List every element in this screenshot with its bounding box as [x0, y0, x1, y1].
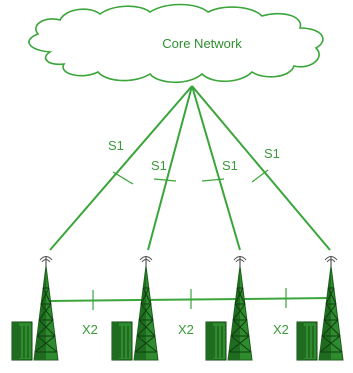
- s1-link-1: [49, 85, 193, 251]
- cell-tower-4: [296, 255, 344, 361]
- cell-tower-3: [205, 255, 253, 361]
- s1-link-4: [191, 85, 331, 251]
- s1-tick-4: [251, 169, 269, 183]
- s1-tick-3: [201, 178, 225, 182]
- s1-link-3: [191, 85, 241, 251]
- x2-label-2: X2: [178, 322, 194, 337]
- s1-tick-2: [153, 178, 177, 182]
- x2-label-1: X2: [82, 322, 98, 337]
- x2-label-3: X2: [273, 322, 289, 337]
- cell-tower-1: [11, 255, 59, 361]
- s1-label-3: S1: [222, 158, 238, 173]
- s1-link-2: [147, 85, 193, 251]
- core-network-cloud: [28, 3, 324, 84]
- s1-label-4: S1: [264, 146, 280, 161]
- s1-label-2: S1: [151, 158, 167, 173]
- cell-tower-2: [111, 255, 159, 361]
- s1-tick-1: [112, 171, 134, 185]
- core-network-label: Core Network: [162, 36, 242, 51]
- s1-label-1: S1: [108, 138, 124, 153]
